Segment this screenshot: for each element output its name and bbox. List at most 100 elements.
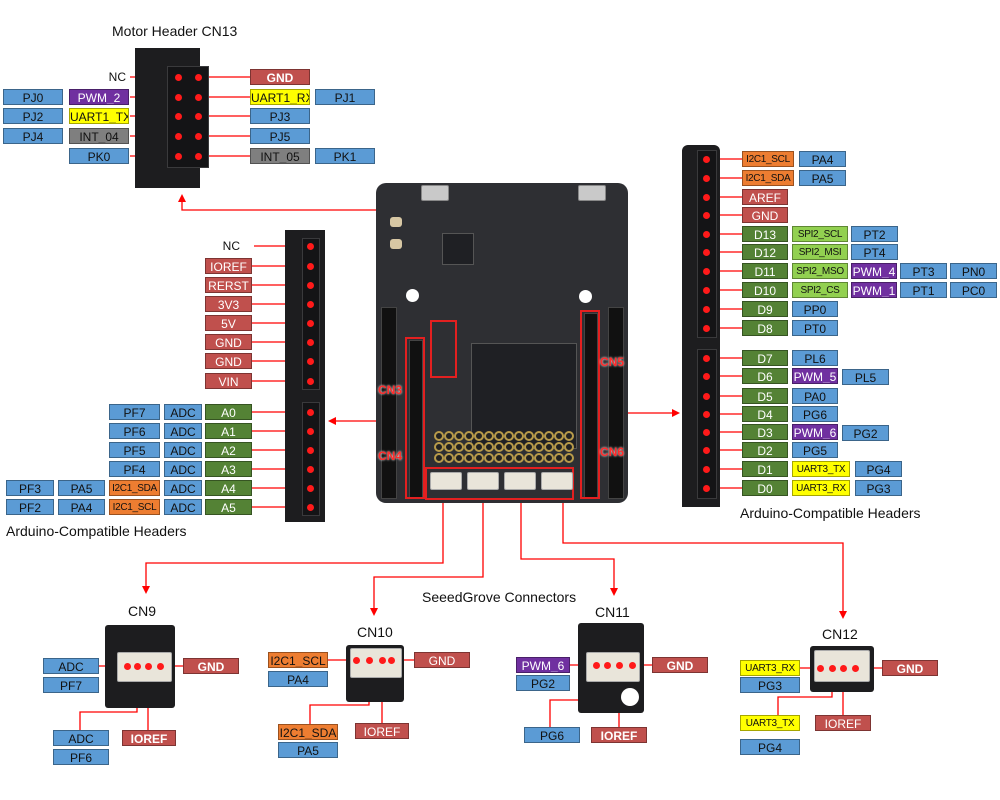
cn13-port-pj3: PJ3 [250,108,310,124]
grove-socket-cn11 [504,472,536,490]
test-point [464,453,474,463]
cn13-pin-dot [195,153,202,160]
cn4-adc-a4: ADC [164,480,202,496]
header-pin-dot [703,325,710,332]
header-pin-dot [703,466,710,473]
cn13-pin-nc: NC [108,70,126,84]
cn6-port-pa0: PA0 [792,388,838,404]
cn6-port-pg3: PG3 [855,480,902,496]
cn5-d12: D12 [742,244,788,260]
cn3-pin-nc: NC [222,239,240,253]
wire-board-to-cn12 [562,497,847,619]
label-cn6: CN6 [600,445,625,459]
cn6-d1: D1 [742,461,788,477]
test-point [494,453,504,463]
cn13-pin-dot [175,153,182,160]
test-point [564,442,574,452]
cn3-gnd-2: GND [205,353,252,369]
cn5-d8: D8 [742,320,788,336]
cn13-uart1-tx: UART1_TX [69,108,129,124]
arduino-headers-title-left: Arduino-Compatible Headers [6,523,187,539]
cn4-a0: A0 [205,404,252,420]
cn3-gnd-1: GND [205,334,252,350]
header-pin-dot [703,485,710,492]
cn13-gnd: GND [250,69,310,85]
cn5-port-pc0: PC0 [950,282,997,298]
test-point [534,442,544,452]
cn9-port-pf6: PF6 [53,749,109,765]
header-pin-dot [703,393,710,400]
grove-pin-dot [604,662,611,669]
cn4-a2: A2 [205,442,252,458]
cn4-adc-a0: ADC [164,404,202,420]
header-pin-dot [703,249,710,256]
usb-port-1 [421,185,449,201]
cn5-spi2-msi: SPI2_MSI [792,244,848,260]
grove-pin-dot [852,665,859,672]
header-pin-dot [307,339,314,346]
cn6-d6: D6 [742,368,788,384]
cn10-i2c1-sda: I2C1_SDA [278,724,338,740]
test-point [464,442,474,452]
test-point [444,453,454,463]
test-point [434,442,444,452]
cn13-pin-dot [195,74,202,81]
seeed-grove-title: SeeedGrove Connectors [422,589,577,605]
cn13-uart1-rx: UART1_RX [250,89,310,105]
cn13-int04: INT_04 [69,128,129,144]
cn3-cn4-highlight [405,337,425,499]
test-point [474,431,484,441]
header-pin-dot [703,306,710,313]
cn5-spi2-cs: SPI2_CS [792,282,848,298]
grove-pin-dot [817,665,824,672]
cn4-port-pf7: PF7 [109,404,160,420]
header-pin-dot [307,282,314,289]
cn4-a4: A4 [205,480,252,496]
header-pin-dot [307,263,314,270]
cn5-header [697,150,717,338]
cn5-spi2-scl: SPI2_SCL [792,226,848,242]
cn5-port-pa5: PA5 [799,170,846,186]
grove-pin-dot [829,665,836,672]
test-point [494,431,504,441]
cn6-port-pg2: PG2 [842,425,889,441]
test-point [564,453,574,463]
cn6-header [697,349,717,499]
test-point [544,431,554,441]
header-pin-dot [307,485,314,492]
cn10-port-pa4: PA4 [268,671,328,687]
cn13-pwm2: PWM_2 [69,89,129,105]
test-point [434,431,444,441]
cn10-i2c1-scl: I2C1_SCL [268,652,328,668]
test-point [524,431,534,441]
cn10-title: CN10 [357,624,393,640]
test-point [454,442,464,452]
cn3-5v: 5V [205,315,252,331]
mount-hole [579,290,592,303]
cn12-title: CN12 [822,626,858,642]
cn13-pin-dot [175,133,182,140]
cn6-pwm5: PWM_5 [792,368,838,384]
cn3-vin: VIN [205,373,252,389]
cn5-port-pt1: PT1 [900,282,947,298]
test-point [484,453,494,463]
cn13-pin-dot [175,94,182,101]
header-pin-dot [307,320,314,327]
user-button-image [390,239,402,249]
cn4-adc-a5: ADC [164,499,202,515]
test-point [444,431,454,441]
test-point [554,453,564,463]
cn12-uart3-rx: UART3_RX [740,660,800,676]
cn11-port-pg6: PG6 [524,727,580,743]
cn13-header [167,66,209,168]
cn5-port-pp0: PP0 [792,301,838,317]
cn9-adc-1: ADC [43,658,99,674]
cn4-port-pf2: PF2 [6,499,54,515]
cn4-adc-a3: ADC [164,461,202,477]
test-point [564,431,574,441]
header-pin-dot [703,268,710,275]
cn13-port-pj0: PJ0 [3,89,63,105]
grove-pin-dot [388,657,395,664]
cn6-d5: D5 [742,388,788,404]
test-point [504,442,514,452]
